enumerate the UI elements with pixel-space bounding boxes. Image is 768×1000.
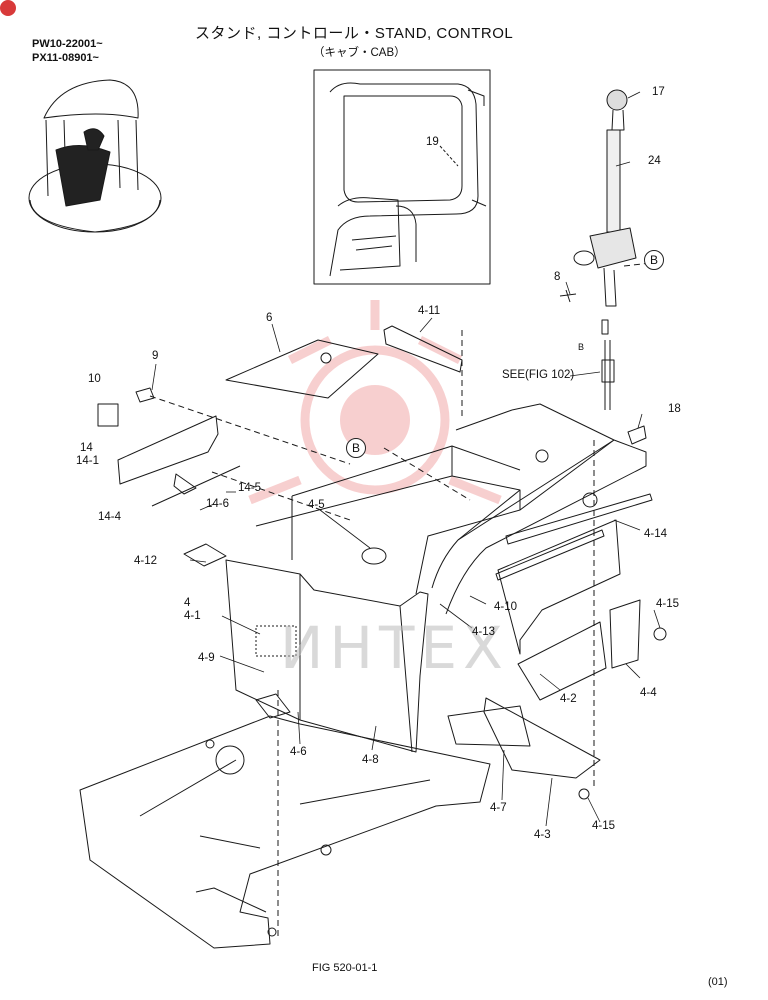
callout-4-3: 4-3 xyxy=(534,829,551,841)
console-frame xyxy=(225,403,647,753)
callout-4-15-upper: 4-15 xyxy=(656,598,680,610)
callout-4-14: 4-14 xyxy=(644,528,668,540)
callout-14-6: 14-6 xyxy=(206,498,230,510)
callout-4-12: 4-12 xyxy=(134,555,158,567)
callout-4-6: 4-6 xyxy=(290,746,307,758)
callout-19: 19 xyxy=(426,136,439,148)
machine-thumbnail xyxy=(28,79,162,233)
ref-mark-b-upper: B xyxy=(644,250,664,270)
callout-8: 8 xyxy=(554,271,561,283)
callout-4-7: 4-7 xyxy=(490,802,507,814)
callout-18: 18 xyxy=(668,403,681,415)
ref-mark-b-lower: B xyxy=(346,438,366,458)
diagram-title: スタンド, コントロール・STAND, CONTROL xyxy=(195,25,514,42)
callout-14-5: 14-5 xyxy=(238,482,262,494)
callout-4-10: 4-10 xyxy=(494,601,518,613)
callout-9: 9 xyxy=(152,350,159,362)
page-corner-badge xyxy=(0,0,16,16)
serial-range-2: PX11-08901~ xyxy=(32,52,99,64)
see-reference: SEE(FIG 102) xyxy=(502,369,575,381)
gear-logo-icon xyxy=(248,300,502,505)
callout-10: 10 xyxy=(88,373,101,385)
control-lever-assembly xyxy=(559,89,637,410)
watermark-text: ИНТЕХ xyxy=(280,614,509,682)
callout-4-9: 4-9 xyxy=(198,652,215,664)
callout-4-4: 4-4 xyxy=(640,687,657,699)
page-number: (01) xyxy=(708,976,728,988)
callout-4-13: 4-13 xyxy=(472,626,496,638)
callout-4-5: 4-5 xyxy=(308,499,325,511)
callout-17: 17 xyxy=(652,86,665,98)
cab-inset xyxy=(313,69,491,285)
leader-lines xyxy=(151,91,661,827)
ref-mark-b-small: B xyxy=(578,342,585,352)
callout-24: 24 xyxy=(648,155,661,167)
callout-4-2: 4-2 xyxy=(560,693,577,705)
callout-4: 4 xyxy=(184,597,191,609)
callout-14-1: 14-1 xyxy=(76,455,100,467)
callout-4-8: 4-8 xyxy=(362,754,379,766)
serial-range-1: PW10-22001~ xyxy=(32,38,103,50)
callout-4-15-lower: 4-15 xyxy=(592,820,616,832)
loose-parts xyxy=(97,325,667,800)
callout-6: 6 xyxy=(266,312,273,324)
callout-4-1: 4-1 xyxy=(184,610,201,622)
figure-number: FIG 520-01-1 xyxy=(312,962,378,974)
callout-4-11: 4-11 xyxy=(418,305,441,317)
diagram-subtitle: （キャブ・CAB） xyxy=(313,47,406,59)
callout-14: 14 xyxy=(80,442,93,454)
assembly-centerlines xyxy=(149,261,661,940)
floor-plate xyxy=(79,715,491,949)
callout-14-4: 14-4 xyxy=(98,511,122,523)
